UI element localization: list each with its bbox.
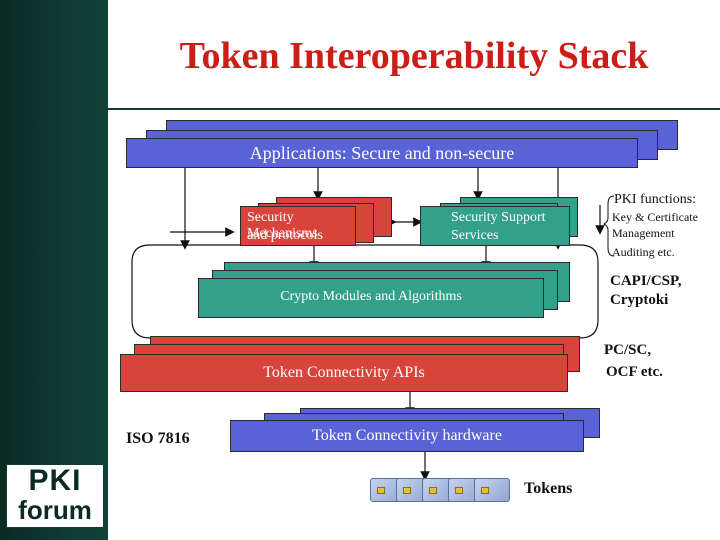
pki-functions-label: PKI functions:: [614, 192, 697, 207]
security-mechanisms-layer: Security Mechanisms and protocols: [240, 206, 356, 246]
bracket-left: [131, 244, 151, 339]
token-apis-label: Token Connectivity APIs: [263, 364, 425, 381]
pki-forum-logo: PKI forum: [6, 464, 104, 528]
applications-label: Applications: Secure and non-secure: [249, 143, 515, 163]
tokens-group: [370, 472, 510, 508]
tokens-label: Tokens: [524, 480, 573, 497]
security-support-line1: Security Support: [451, 210, 546, 225]
pcsc-line1: PC/SC,: [604, 342, 652, 358]
auditing-label: Auditing etc.: [612, 245, 675, 259]
token-apis-layer: Token Connectivity APIs: [120, 354, 568, 392]
crypto-layer: Crypto Modules and Algorithms: [198, 278, 544, 318]
security-mechanisms-line1: Security Mechanisms: [247, 210, 318, 241]
key-cert-line1: Key & Certificate: [612, 210, 698, 224]
security-support-layer: Security Support Services: [420, 206, 570, 246]
pcsc-line2: OCF etc.: [606, 364, 663, 380]
capi-line2: Cryptoki: [610, 292, 669, 308]
token-hardware-label: Token Connectivity hardware: [312, 427, 502, 444]
logo-pki: PKI: [28, 464, 82, 497]
slide-title: Token Interoperability Stack: [179, 35, 649, 77]
key-cert-line2: Management: [612, 226, 675, 240]
applications-layer: Applications: Secure and non-secure: [126, 138, 638, 168]
security-mechanisms-line2: and protocols: [247, 228, 323, 243]
logo-forum: forum: [18, 495, 92, 525]
capi-line1: CAPI/CSP,: [610, 273, 682, 289]
bracket-right: [579, 244, 599, 339]
sidebar: [0, 0, 108, 540]
security-support-line2: Services: [451, 228, 499, 243]
crypto-label: Crypto Modules and Algorithms: [280, 289, 462, 304]
token-card-icon: [474, 478, 510, 502]
title-rule: [108, 108, 720, 110]
iso-label: ISO 7816: [126, 430, 190, 447]
token-hardware-layer: Token Connectivity hardware: [230, 420, 584, 452]
